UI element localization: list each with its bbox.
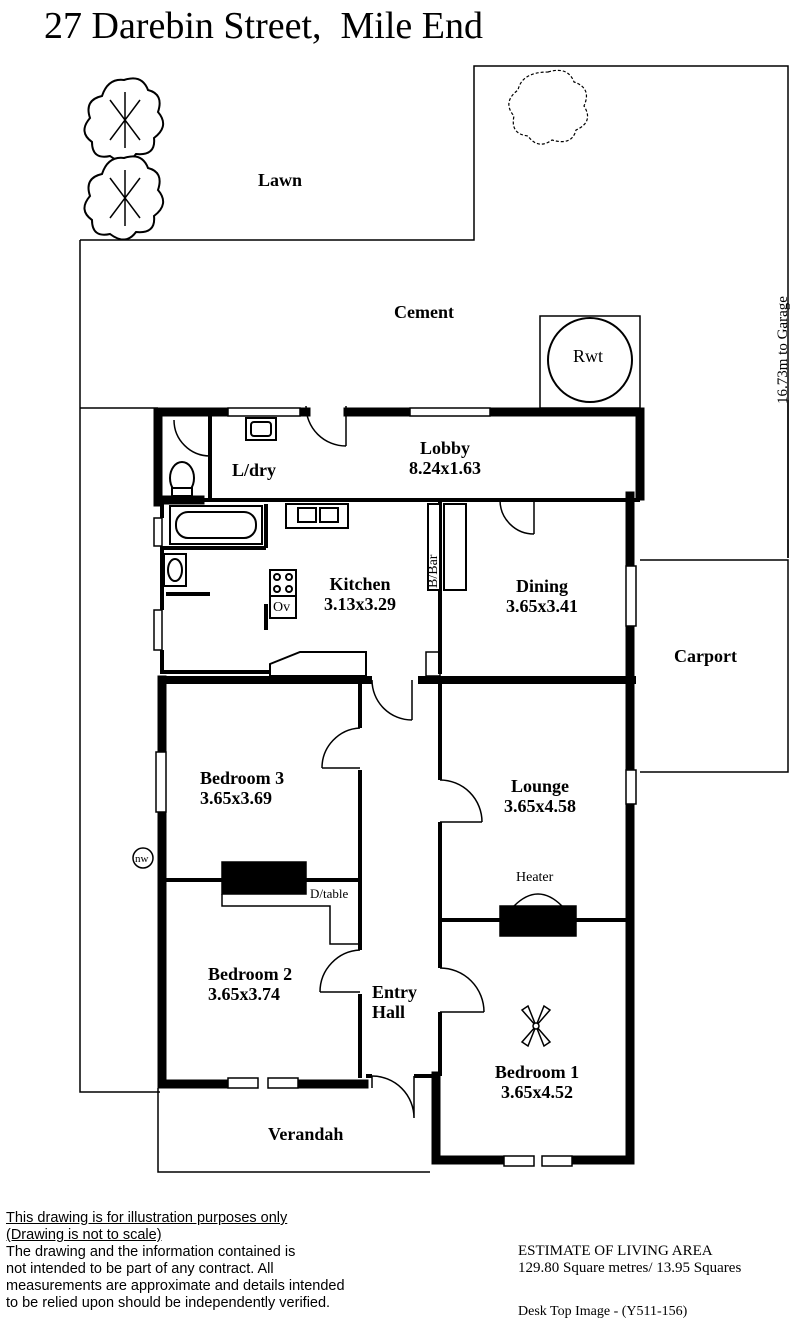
estimate-heading: ESTIMATE OF LIVING AREA bbox=[518, 1243, 713, 1259]
entry-hall-line1: Entry bbox=[372, 982, 417, 1002]
heater-icon bbox=[499, 893, 577, 937]
bbar-label: B/Bar bbox=[426, 554, 441, 588]
disclaimer: This drawing is for illustration purpose… bbox=[6, 1210, 396, 1312]
dining-size: 3.65x3.41 bbox=[506, 596, 578, 616]
dressing-table-icon bbox=[221, 861, 358, 945]
laundry-sink-icon bbox=[245, 417, 277, 441]
estimate-value: 129.80 Square metres/ 13.95 Squares bbox=[518, 1260, 742, 1276]
bedroom3-label: Bedroom 3 3.65x3.69 bbox=[200, 768, 284, 808]
bath-icon bbox=[169, 505, 263, 545]
disclaimer-line1: This drawing is for illustration purpose… bbox=[6, 1210, 288, 1226]
lobby-name: Lobby bbox=[419, 438, 471, 458]
living-area-estimate: ESTIMATE OF LIVING AREA 129.80 Square me… bbox=[518, 1243, 741, 1277]
page-title: 27 Darebin Street, Mile End bbox=[44, 5, 484, 47]
carport-label: Carport bbox=[674, 646, 737, 666]
tree-icon bbox=[83, 77, 165, 163]
lounge-name: Lounge bbox=[510, 776, 570, 796]
bedroom3-size: 3.65x3.69 bbox=[200, 788, 272, 808]
lobby-label: Lobby 8.24x1.63 bbox=[400, 438, 490, 478]
kitchen-label: Kitchen 3.13x3.29 bbox=[314, 574, 406, 614]
interior-walls bbox=[160, 416, 640, 1078]
rainwater-tank-icon bbox=[547, 317, 633, 403]
dining-name: Dining bbox=[515, 576, 569, 596]
bedroom2-size: 3.65x3.74 bbox=[208, 984, 280, 1004]
breakfast-bar-icon bbox=[427, 503, 467, 591]
disclaimer-line5: measurements are approximate and details… bbox=[6, 1278, 345, 1294]
toilet-icon bbox=[169, 461, 195, 497]
lobby-size: 8.24x1.63 bbox=[409, 458, 481, 478]
verandah-label: Verandah bbox=[268, 1124, 344, 1144]
stove-icon bbox=[269, 569, 297, 619]
property-boundary bbox=[79, 65, 789, 1173]
bedroom2-name: Bedroom 2 bbox=[208, 964, 293, 984]
kitchen-name: Kitchen bbox=[329, 574, 391, 594]
disclaimer-line2: (Drawing is not to scale) bbox=[6, 1227, 162, 1243]
bedroom1-label: Bedroom 1 3.65x4.52 bbox=[484, 1062, 590, 1102]
disclaimer-line6: to be relied upon should be independentl… bbox=[6, 1295, 331, 1311]
vanity-icon bbox=[163, 553, 187, 587]
desktop-image-ref: Desk Top Image - (Y511-156) bbox=[518, 1304, 688, 1319]
bedroom3-name: Bedroom 3 bbox=[200, 768, 285, 788]
garage-distance-label: 16.73m to Garage bbox=[775, 296, 791, 404]
entry-hall-label: Entry Hall bbox=[372, 982, 417, 1022]
ceiling-fan-icon bbox=[520, 1004, 552, 1048]
kitchen-size: 3.13x3.29 bbox=[324, 594, 396, 614]
nw-label: nw bbox=[135, 853, 149, 865]
disclaimer-line4: not intended to be part of any contract.… bbox=[6, 1261, 274, 1277]
oven-label: Ov bbox=[273, 600, 291, 615]
exterior-walls bbox=[153, 407, 645, 1165]
kitchen-sink-icon bbox=[285, 503, 349, 529]
lounge-size: 3.65x4.58 bbox=[504, 796, 576, 816]
dtable-label: D/table bbox=[310, 886, 349, 901]
lawn-label: Lawn bbox=[258, 170, 303, 190]
heater-label: Heater bbox=[516, 870, 554, 885]
lounge-label: Lounge 3.65x4.58 bbox=[494, 776, 586, 816]
rwt-label: Rwt bbox=[573, 346, 604, 366]
cement-label: Cement bbox=[394, 302, 454, 322]
dining-label: Dining 3.65x3.41 bbox=[496, 576, 588, 616]
tree-icon bbox=[508, 69, 589, 145]
tree-icon bbox=[83, 155, 165, 241]
windows bbox=[153, 407, 637, 1167]
disclaimer-line3: The drawing and the information containe… bbox=[6, 1244, 296, 1260]
bedroom2-label: Bedroom 2 3.65x3.74 bbox=[208, 964, 292, 1004]
bedroom1-name: Bedroom 1 bbox=[494, 1062, 580, 1082]
door-swings bbox=[173, 405, 535, 1119]
bedroom1-size: 3.65x4.52 bbox=[501, 1082, 573, 1102]
entry-hall-line2: Hall bbox=[372, 1002, 406, 1022]
kitchen-bench-icon bbox=[269, 651, 367, 677]
laundry-label: L/dry bbox=[232, 460, 277, 480]
nw-marker-icon bbox=[132, 847, 154, 869]
